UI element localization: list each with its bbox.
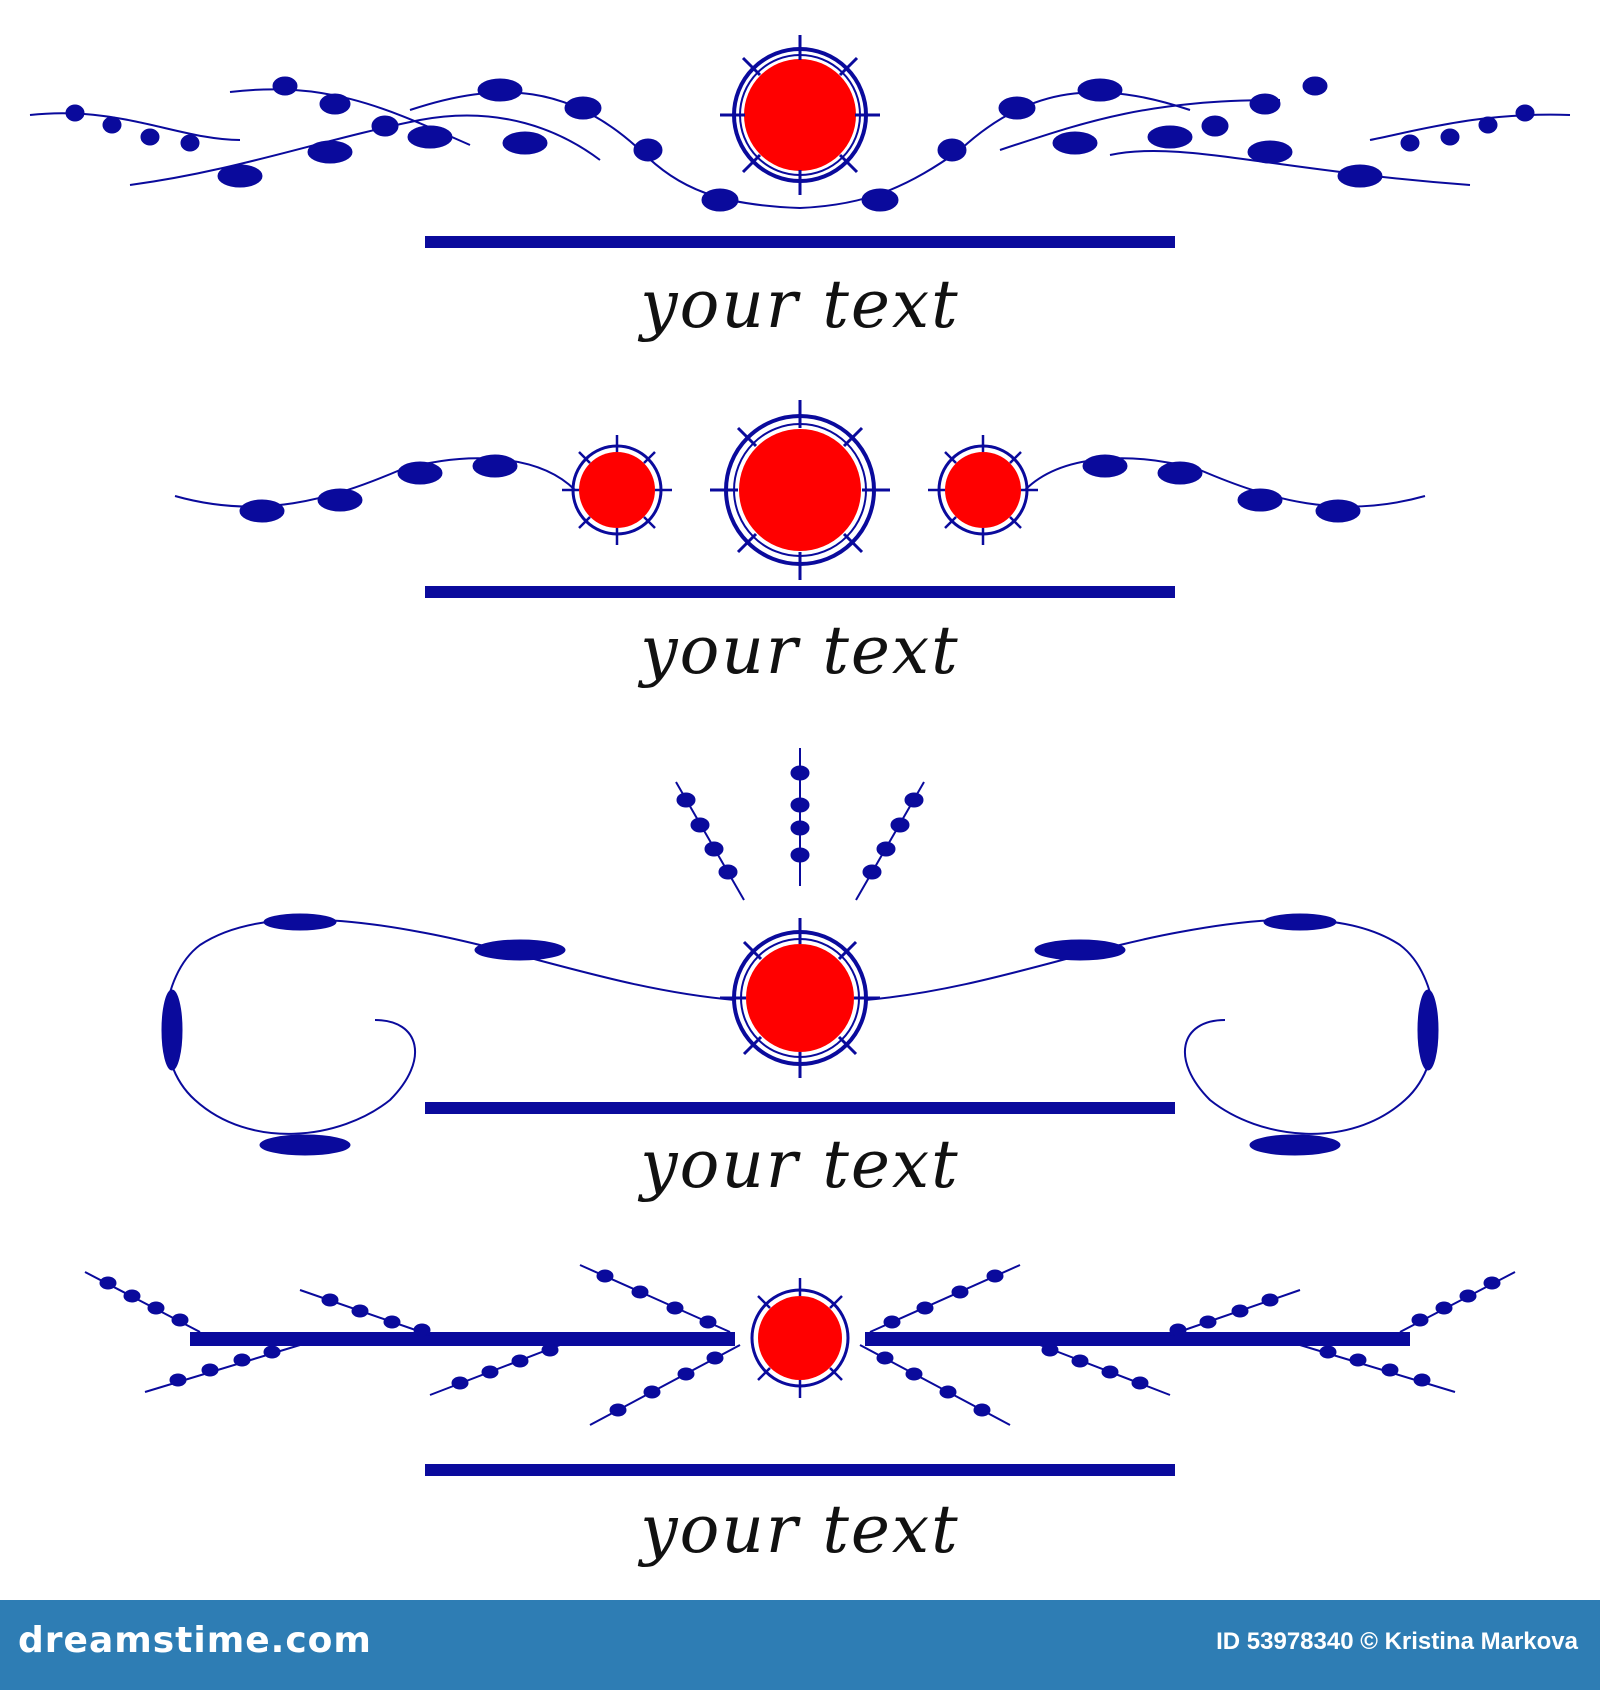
divider-line-3 — [425, 1102, 1175, 1114]
ornament-artwork — [29, 35, 1571, 1476]
crossbar-left — [190, 1332, 735, 1346]
ornament-2 — [174, 400, 1426, 598]
image-credit: ID 53978340 © Kristina Markova — [1216, 1628, 1578, 1655]
caption-4: your text — [640, 1491, 960, 1568]
caption-1: your text — [640, 266, 960, 343]
footer-bar: dreamstime.com ID 53978340 © Kristina Ma… — [0, 1600, 1600, 1690]
bead-cluster-3 — [161, 913, 1439, 1156]
medallion-3 — [720, 918, 880, 1078]
medallion-2-left — [562, 435, 672, 545]
bead-cluster-2 — [239, 454, 1361, 523]
caption-2: your text — [640, 612, 960, 689]
ornament-3 — [161, 748, 1439, 1156]
medallion-2-center — [710, 400, 890, 580]
medallion-1 — [720, 35, 880, 195]
bead-cluster-4 — [99, 1269, 1501, 1417]
ornament-1 — [29, 35, 1571, 248]
bead-cluster-1 — [65, 76, 1535, 212]
divider-line-2 — [425, 586, 1175, 598]
caption-3: your text — [640, 1126, 960, 1203]
medallion-2-right — [928, 435, 1038, 545]
divider-line-1 — [425, 236, 1175, 248]
crossbar-right — [865, 1332, 1410, 1346]
ornament-4 — [84, 1264, 1516, 1476]
divider-line-4 — [425, 1464, 1175, 1476]
medallion-4 — [750, 1278, 850, 1398]
site-logo-text[interactable]: dreamstime.com — [18, 1620, 372, 1661]
ray-sprigs — [675, 748, 925, 901]
